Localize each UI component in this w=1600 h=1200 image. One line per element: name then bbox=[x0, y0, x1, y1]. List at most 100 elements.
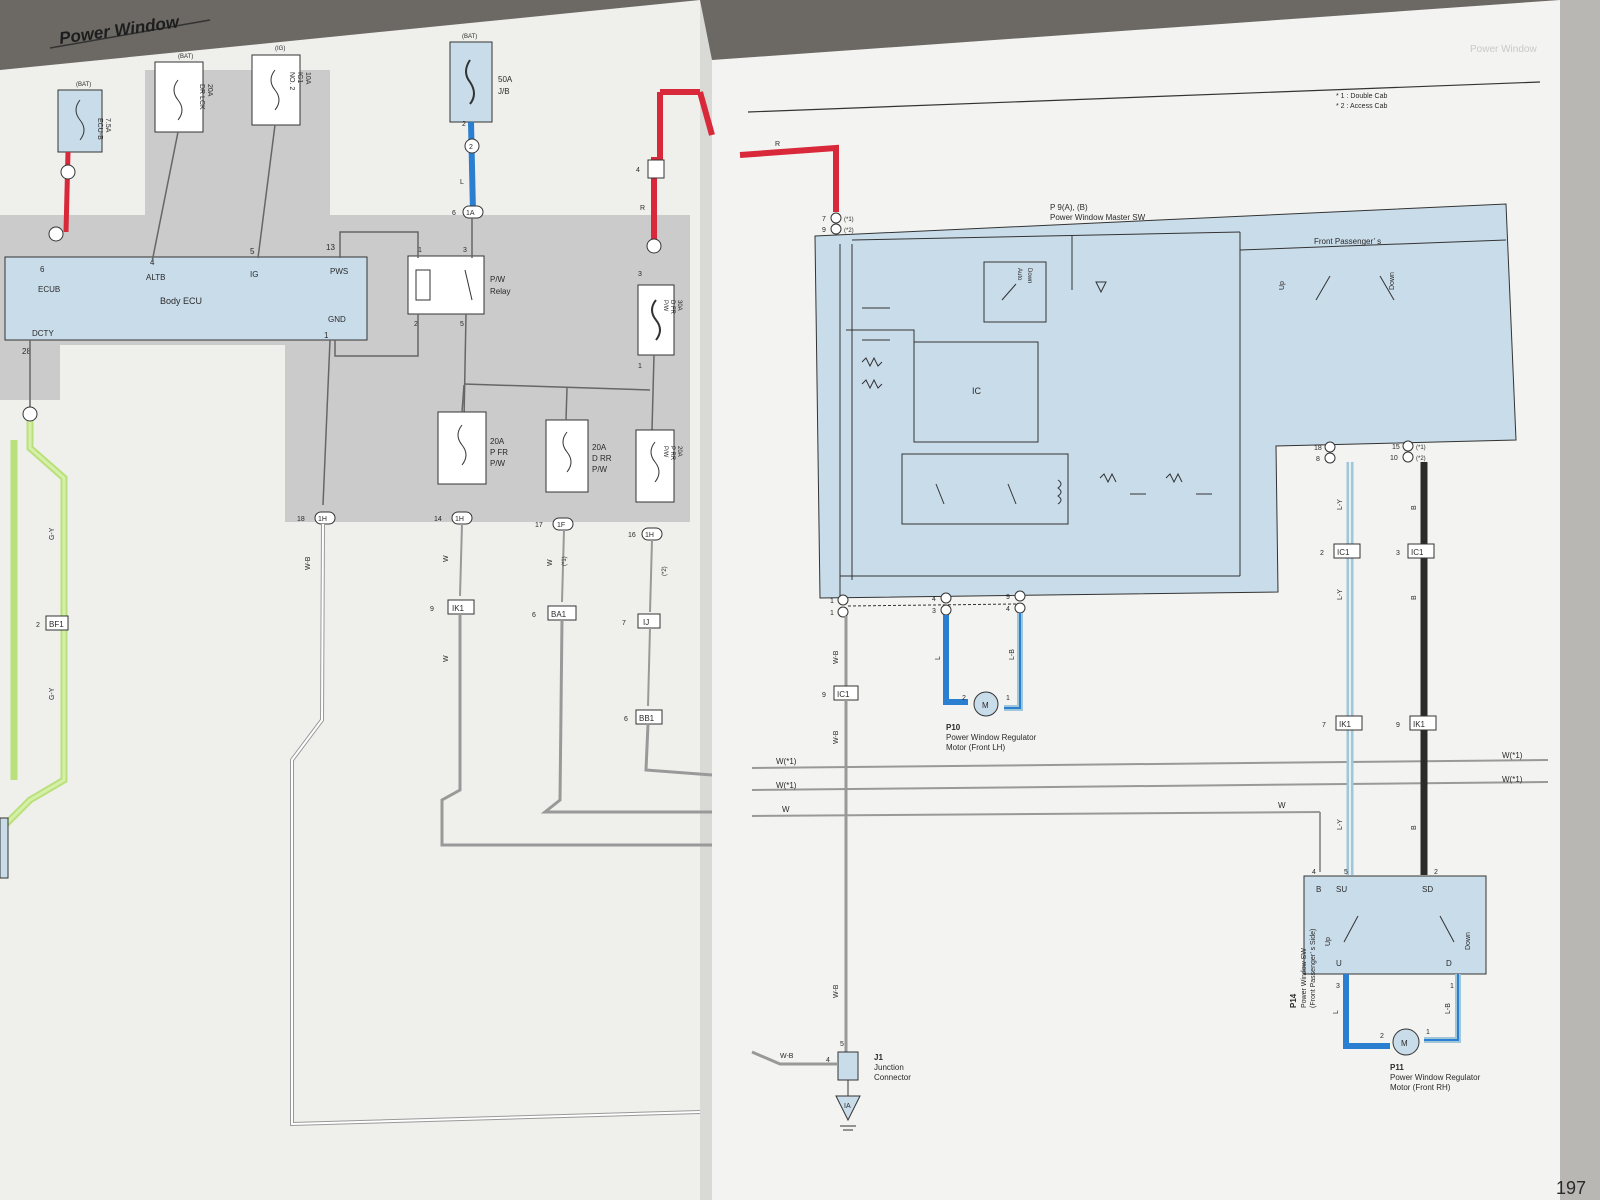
p14-pin-su: SU bbox=[1336, 885, 1347, 894]
relay-switch bbox=[464, 269, 473, 301]
master-pin-a7-label: 7 bbox=[822, 216, 826, 223]
connector-ij-label: IJ bbox=[643, 618, 649, 627]
relay-coil bbox=[415, 269, 431, 301]
fp-down-contact bbox=[1379, 275, 1395, 301]
connector-bf1 bbox=[45, 615, 69, 631]
wire-relay-5 bbox=[463, 313, 467, 421]
pin-8-ic1: 9 bbox=[822, 692, 826, 699]
fuse-ig1 bbox=[251, 54, 301, 126]
master-pin-a1-label: 1 bbox=[830, 598, 834, 605]
wire-master-red-label: R bbox=[775, 141, 780, 148]
master-pin-b3-label: 3 bbox=[932, 608, 936, 615]
master-pin-b9-label: 9 bbox=[822, 227, 826, 234]
wire-w2-label-right: W(*1) bbox=[1502, 775, 1523, 784]
wire-wb-j1-label: W-B bbox=[780, 1053, 794, 1060]
fuse-jb-source: (BAT) bbox=[462, 34, 477, 40]
wire-rh-lb-label: L-B bbox=[1445, 1003, 1452, 1014]
relay-name2: Relay bbox=[490, 287, 510, 296]
pin-ecub-label: ECUB bbox=[38, 285, 60, 294]
motor-lh-name1: Power Window Regulator bbox=[946, 733, 1037, 742]
fuse-dfr-element bbox=[651, 299, 661, 341]
p14-up-contact bbox=[1343, 915, 1359, 943]
wire-jb-blue bbox=[468, 121, 476, 213]
pin-17: 17 bbox=[535, 522, 543, 529]
wire-dfr-bus bbox=[651, 354, 655, 431]
connector-1h-16-label: 1H bbox=[645, 532, 654, 539]
relay-name1: P/W bbox=[490, 275, 506, 284]
fuse-drlck-source: (BAT) bbox=[178, 54, 193, 60]
fuse-ecub-element bbox=[75, 99, 85, 141]
master-pin-a9 bbox=[1014, 590, 1026, 602]
resistor-3 bbox=[1099, 472, 1117, 484]
wire-w-to-right bbox=[440, 614, 712, 847]
resistor-4 bbox=[1165, 472, 1183, 484]
relay-pin-5: 5 bbox=[460, 321, 464, 328]
wire-master-red bbox=[739, 144, 839, 212]
wire-w-label-right: W bbox=[1278, 801, 1286, 810]
wire-w-label-1: W bbox=[443, 555, 450, 562]
wire-altb bbox=[151, 131, 179, 263]
pin-3-red: 3 bbox=[638, 271, 642, 278]
connector-ik1-ly-label: IK1 bbox=[1339, 720, 1352, 729]
wire-w2-label-left: W(*1) bbox=[776, 781, 797, 790]
fuse-jb-rating: 50A bbox=[498, 75, 513, 84]
wire-jb-color: L bbox=[460, 179, 464, 186]
fuse-drlck-name: DR LCK bbox=[198, 84, 205, 110]
wire-gy-label-2: G-Y bbox=[49, 687, 56, 700]
relay-contact-2 bbox=[1007, 483, 1017, 505]
connector-ik1-b bbox=[1409, 715, 1437, 731]
fuse-pfr-rating: 20A bbox=[490, 437, 505, 446]
master-pin-a1 bbox=[837, 594, 849, 606]
p14-name2: (Front Passenger’ s Side) bbox=[1310, 929, 1317, 1008]
pin-4-red: 4 bbox=[636, 167, 640, 174]
fuse-dfr-rating: 30A bbox=[676, 300, 682, 311]
wire-b-label-1: B bbox=[1411, 505, 1418, 510]
fuse-prr-name1: P RR bbox=[669, 446, 675, 461]
page-edge bbox=[1560, 0, 1600, 1200]
fuse-prr bbox=[635, 429, 675, 503]
p14-pin-4: 4 bbox=[1312, 869, 1316, 876]
p14-pin-sd: SD bbox=[1422, 885, 1433, 894]
wire-wb-right-label-2: W-B bbox=[833, 730, 840, 744]
p14-down-contact bbox=[1439, 915, 1455, 943]
relay-pin-1: 1 bbox=[418, 247, 422, 254]
pin-1-dfr: 1 bbox=[638, 363, 642, 370]
master-pin-a4-label: 4 bbox=[932, 596, 936, 603]
motor-rh-name1: Power Window Regulator bbox=[1390, 1073, 1481, 1082]
wire-bus-pfr bbox=[461, 384, 465, 413]
p14-down-label: Down bbox=[1465, 932, 1472, 950]
fuse-drlck-rating: 20A bbox=[206, 84, 213, 97]
p14-pin-d: D bbox=[1446, 959, 1452, 968]
wire-w-pfr bbox=[459, 523, 463, 597]
connector-1a bbox=[462, 205, 484, 219]
p14-pin-3: 3 bbox=[1336, 983, 1340, 990]
pin-num-1: 1 bbox=[324, 331, 329, 340]
connector-ic1-ly bbox=[1333, 543, 1361, 559]
left-edge-component bbox=[0, 817, 9, 879]
pin-num-5: 5 bbox=[250, 247, 255, 256]
fuse-dfr bbox=[637, 284, 675, 356]
fuse-ig1-element bbox=[270, 69, 280, 111]
wire-gnd-down bbox=[322, 339, 331, 506]
wire-gy-label-1: G-Y bbox=[49, 527, 56, 540]
p14-pin-u: U bbox=[1336, 959, 1342, 968]
wire-w-label-left: W bbox=[782, 805, 790, 814]
wire-b-label-2: B bbox=[1411, 595, 1418, 600]
fuse-ecub-name: ECU-B bbox=[96, 118, 103, 140]
relay-pin-2: 2 bbox=[414, 321, 418, 328]
wire-lh-lb-inner bbox=[1004, 613, 1021, 709]
title-rule bbox=[49, 19, 211, 49]
master-pin-b8-label: 8 bbox=[1316, 456, 1320, 463]
wire-red-label: R bbox=[640, 205, 645, 212]
pin-num-4: 4 bbox=[150, 258, 155, 267]
legend-cab1: * 1 : Double Cab bbox=[1336, 93, 1387, 100]
wire-w-drr-label: W bbox=[547, 559, 554, 566]
wire-wb-right-label-3: W-B bbox=[833, 984, 840, 998]
fuse-ecub-rating: 7.5A bbox=[104, 118, 111, 133]
ecub-connector bbox=[60, 164, 76, 180]
connector-1h-14-label: 1H bbox=[455, 516, 464, 523]
wire-rh-lb-inner bbox=[1424, 974, 1459, 1041]
motor-rh-pin1: 1 bbox=[1426, 1029, 1430, 1036]
left-page bbox=[0, 0, 712, 1200]
bus-fuses bbox=[463, 383, 651, 391]
